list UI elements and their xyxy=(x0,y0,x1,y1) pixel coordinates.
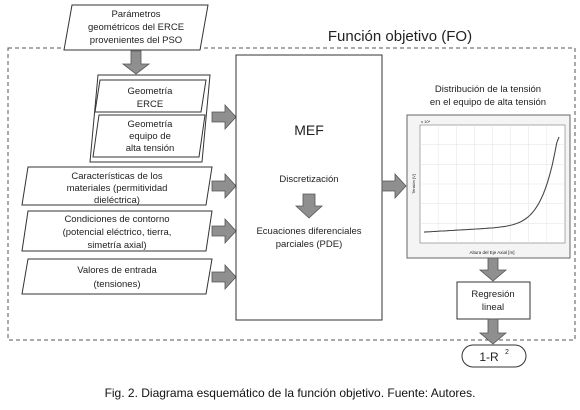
pde-line-2: parciales (PDE) xyxy=(276,239,343,250)
fo-title: Función objetivo (FO) xyxy=(328,28,472,45)
regresion-box xyxy=(456,281,531,320)
arrow-discretizacion-to-pde xyxy=(294,193,324,219)
discretizacion-label: Discretización xyxy=(279,174,338,185)
geometry-equipo-line-3: alta tensión xyxy=(126,143,175,154)
mef-box xyxy=(235,54,383,321)
regresion-line-2: lineal xyxy=(482,302,504,313)
pso-params-line-2: geométricos del ERCE xyxy=(88,22,184,33)
regresion-line-1: Regresión xyxy=(471,289,514,300)
pso-params-line-3: provenientes del PSO xyxy=(90,35,182,46)
figure-caption: Fig. 2. Diagrama esquemático de la funci… xyxy=(104,386,476,400)
arrow-distribution-to-regression xyxy=(478,257,508,282)
pso-params-line-1: Parámetros xyxy=(111,9,160,20)
plot-exponent: x 10⁴ xyxy=(421,119,431,124)
arrow-mef-to-distribution xyxy=(381,172,407,200)
distribucion-line-2: en el equipo de alta tensión xyxy=(430,97,546,108)
contorno-shape xyxy=(21,210,213,252)
plot-grid xyxy=(420,125,565,243)
geometry-erce-line-2: ERCE xyxy=(137,99,163,110)
materiales-shape xyxy=(21,166,213,206)
entrada-shape xyxy=(21,258,213,295)
result-terminator xyxy=(461,344,527,368)
plot-xlabel: Altura del Eje Axial [m] xyxy=(469,250,514,255)
entrada-line-1: Valores de entrada xyxy=(77,265,157,276)
arrow-contorno-to-mef xyxy=(211,217,237,245)
arrow-pso-to-geometry xyxy=(121,50,151,75)
arrow-geometry-to-mef xyxy=(211,103,237,131)
distribucion-line-1: Distribución de la tensión xyxy=(435,84,541,95)
contorno-line-1: Condiciones de contorno xyxy=(64,214,169,225)
geometry-erce-line-1: Geometría xyxy=(128,86,174,97)
materiales-line-2: materiales (permitividad xyxy=(67,183,168,194)
contorno-line-2: (potencial eléctrico, tierra, xyxy=(63,227,172,238)
plot-ylabel: Tensión [V] xyxy=(411,174,416,194)
geometry-equipo-line-2: equipo de xyxy=(129,131,171,142)
mef-title: MEF xyxy=(294,122,324,138)
pde-line-1: Ecuaciones diferenciales xyxy=(256,226,361,237)
fo-boundary xyxy=(7,47,576,341)
contorno-line-3: simetría axial) xyxy=(87,240,146,251)
voltage-curve xyxy=(423,136,560,233)
pso-params-shape xyxy=(63,4,209,51)
geometry-equipo-line-1: Geometría xyxy=(128,119,174,130)
result-label: 1-R xyxy=(479,350,499,364)
voltage-plot: x 10⁴ Tensión [V] Altura del Eje Axial [… xyxy=(406,114,571,259)
geometry-erce-shape xyxy=(94,79,207,113)
entrada-line-2: (tensiones) xyxy=(94,279,141,290)
materiales-line-3: dieléctrica) xyxy=(94,195,140,206)
result-superscript: 2 xyxy=(505,349,509,356)
materiales-line-1: Características de los xyxy=(71,171,163,182)
geometry-equipo-shape xyxy=(92,114,206,158)
arrow-regression-to-result xyxy=(478,318,508,345)
arrow-entrada-to-mef xyxy=(211,263,237,291)
arrow-materiales-to-mef xyxy=(211,172,237,200)
